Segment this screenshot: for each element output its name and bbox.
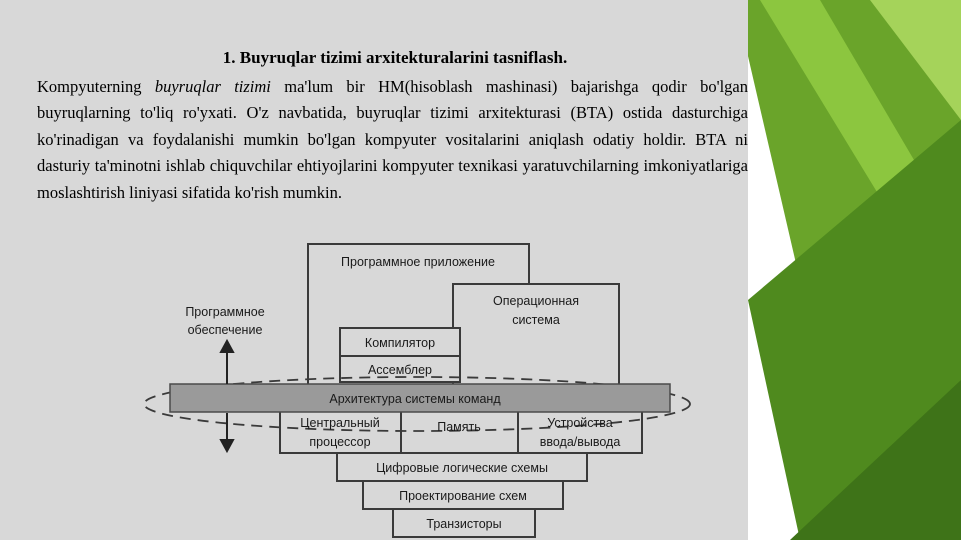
isa-dashed-ellipse xyxy=(143,376,691,432)
cpu-label-line2: процессор xyxy=(309,435,370,449)
app-label: Программное приложение xyxy=(341,255,495,269)
slide-title: 1. Buyruqlar tizimi arxitekturalarini ta… xyxy=(222,48,568,67)
compiler-box xyxy=(339,327,461,357)
architecture-diagram: Программное приложение Операционная сист… xyxy=(143,243,691,538)
transistors-box xyxy=(392,508,536,538)
software-arrows xyxy=(219,338,235,454)
body-paragraph: Kompyuterning buyruqlar tizimi ma'lum bi… xyxy=(37,74,748,206)
os-label-line1: Операционная xyxy=(493,294,579,308)
software-label-line2: обеспечение xyxy=(188,323,263,337)
transistors-label: Транзисторы xyxy=(426,517,501,531)
isa-bar xyxy=(169,383,671,413)
paragraph-term: buyruqlar tizimi xyxy=(154,77,271,96)
io-label-line2: ввода/вывода xyxy=(540,435,621,449)
compiler-label: Компилятор xyxy=(365,336,435,350)
software-label-line1: Программное xyxy=(185,305,264,319)
design-label: Проектирование схем xyxy=(399,489,527,503)
isa-label: Архитектура системы команд xyxy=(329,392,501,406)
io-label-line1: Устройства xyxy=(547,416,612,430)
os-label-line2: система xyxy=(512,313,560,327)
logic-label: Цифровые логические схемы xyxy=(376,461,548,475)
cpu-box xyxy=(279,410,402,454)
io-box xyxy=(517,410,643,454)
paragraph-body: ma'lum bir HM(hisoblash mashinasi) bajar… xyxy=(37,77,748,202)
design-box xyxy=(362,480,564,510)
assembler-label: Ассемблер xyxy=(368,363,432,377)
os-box xyxy=(452,283,620,393)
paragraph-lead: Kompyuterning xyxy=(37,77,155,96)
memory-label: Память xyxy=(437,420,481,434)
cpu-label-line1: Центральный xyxy=(300,416,379,430)
